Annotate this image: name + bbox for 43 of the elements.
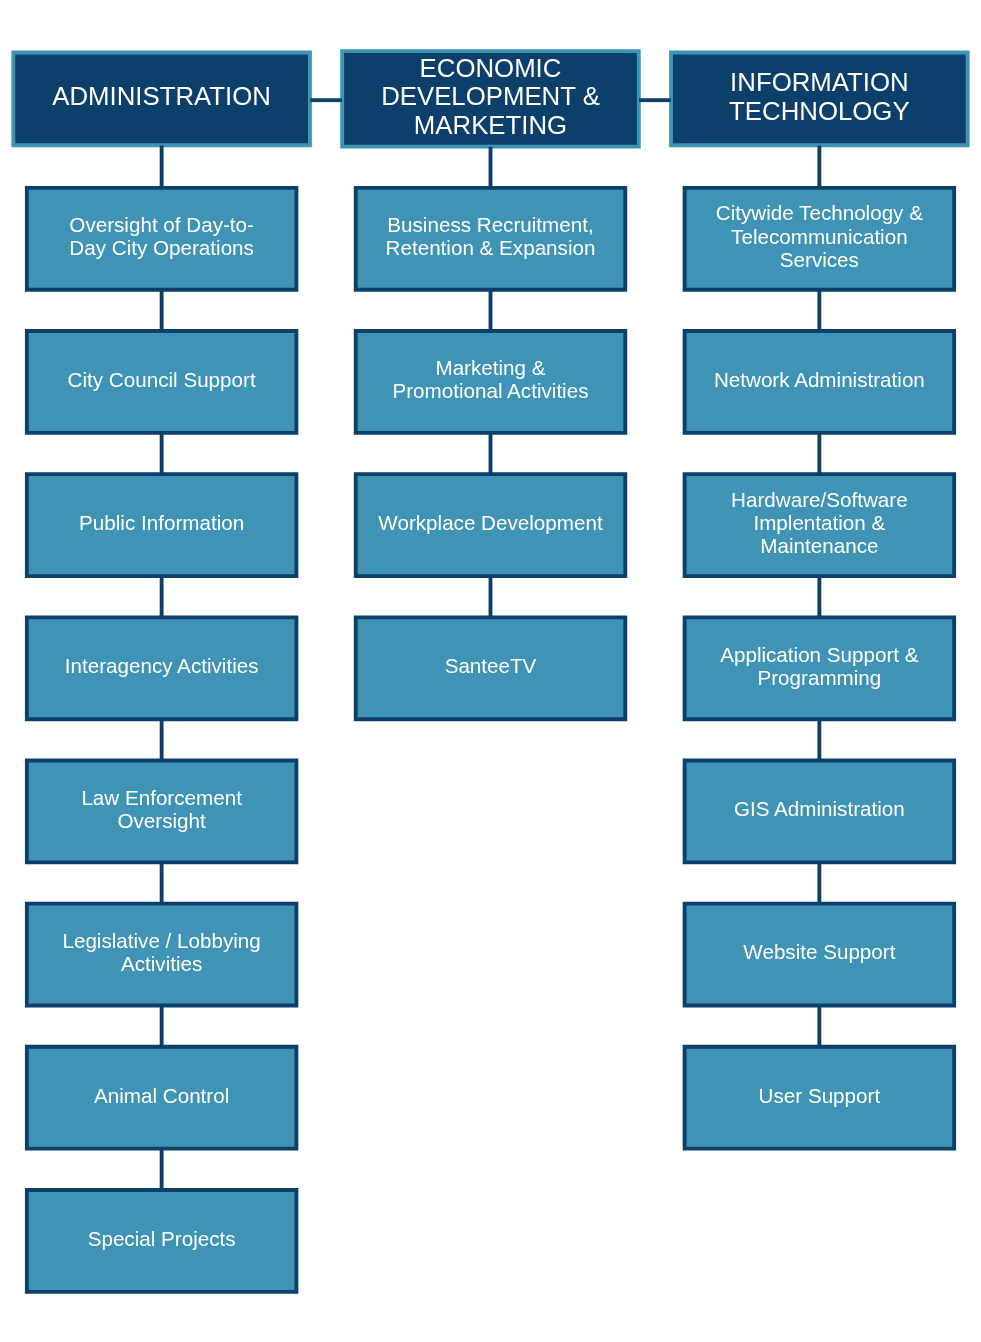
connector xyxy=(817,289,822,331)
connector xyxy=(817,432,822,474)
connector xyxy=(159,1005,164,1046)
node-box: Citywide Technology & Telecommunication Services xyxy=(682,185,957,292)
node-box: SanteeTV xyxy=(353,614,628,721)
node-box: Business Recruitment, Retention & Expansion xyxy=(353,185,628,292)
connector xyxy=(817,144,822,188)
node-box: Animal Control xyxy=(24,1044,299,1151)
connector xyxy=(817,1005,822,1046)
node-box: Legislative / Lobbying Activities xyxy=(24,901,299,1007)
connector xyxy=(488,289,493,331)
connector xyxy=(488,146,493,187)
node-box: User Support xyxy=(682,1044,957,1151)
connector xyxy=(488,432,493,474)
connector xyxy=(159,1148,164,1189)
node-box: GIS Administration xyxy=(682,758,957,864)
connector xyxy=(159,862,164,903)
node-box: ECONOMIC DEVELOPMENT & MARKETING xyxy=(340,48,641,149)
connector xyxy=(159,289,164,331)
node-box: Oversight of Day-to-Day City Operations xyxy=(24,185,299,292)
connector xyxy=(159,432,164,474)
connector xyxy=(159,144,164,188)
node-box: Interagency Activities xyxy=(24,614,299,721)
connector xyxy=(639,97,671,102)
node-box: Website Support xyxy=(682,901,957,1007)
node-box: Hardware/Software Implentation & Maintenance xyxy=(682,471,957,578)
node-box: Workplace Development xyxy=(353,471,628,578)
connector xyxy=(159,575,164,617)
node-box: City Council Support xyxy=(24,328,299,435)
node-box: ADMINISTRATION xyxy=(11,50,312,147)
node-box: Application Support & Programming xyxy=(682,614,957,721)
connector xyxy=(488,575,493,617)
connector xyxy=(159,719,164,760)
node-box: INFORMATION TECHNOLOGY xyxy=(669,50,970,147)
node-box: Marketing & Promotional Activities xyxy=(353,328,628,435)
node-box: Special Projects xyxy=(24,1187,299,1294)
node-box: Law Enforcement Oversight xyxy=(24,758,299,864)
connector xyxy=(817,862,822,903)
node-box: Network Administration xyxy=(682,328,957,435)
connector xyxy=(310,97,342,102)
node-box: Public Information xyxy=(24,471,299,578)
connector xyxy=(817,575,822,617)
connector xyxy=(817,719,822,760)
